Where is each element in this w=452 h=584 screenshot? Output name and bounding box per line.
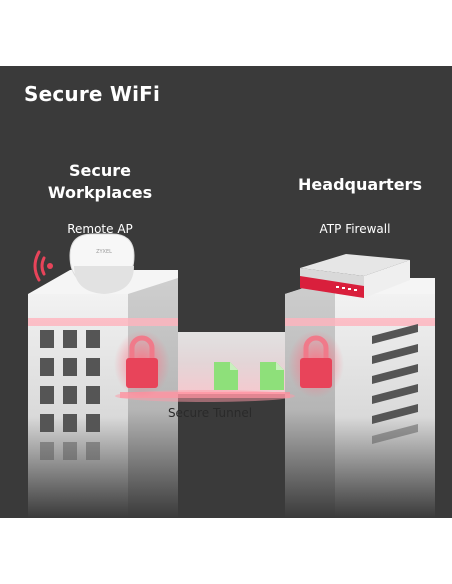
right-heading: Headquarters [298,175,422,194]
lock-icon-left [114,330,170,398]
ap-brand-logo: ZYXEL [96,249,112,255]
panel-title: Secure WiFi [24,82,161,106]
left-heading-line2: Workplaces [47,183,153,202]
document-icon-right [260,362,284,390]
atp-firewall-label: ATP Firewall [319,222,391,236]
right-building [285,278,435,518]
network-illustration [28,233,435,518]
access-point-device [69,233,135,294]
firewall-device [300,254,410,298]
secure-tunnel-label: Secure Tunnel [167,406,253,420]
lock-icon-right [288,330,344,398]
remote-ap-label: Remote AP [67,222,133,236]
left-heading: Secure Workplaces [40,160,160,204]
wifi-signal-icon [33,250,53,282]
document-icon-left [214,362,238,390]
left-heading-line1: Secure [69,161,131,180]
secure-wifi-panel: Secure WiFi Secure Workplaces Headquarte… [0,66,452,518]
